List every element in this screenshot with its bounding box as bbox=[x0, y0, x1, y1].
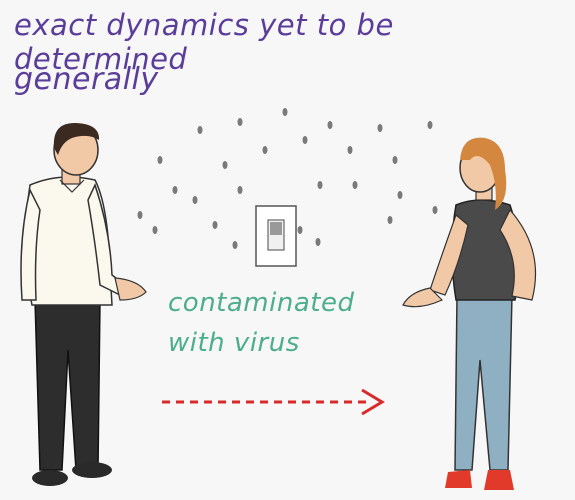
caption-line-1: exact dynamics yet to be determined bbox=[14, 8, 394, 76]
droplet-icon bbox=[392, 156, 398, 164]
droplet-icon bbox=[237, 118, 243, 126]
droplet-icon bbox=[302, 136, 308, 144]
droplet-icon bbox=[222, 161, 228, 169]
droplet-icon bbox=[137, 211, 143, 219]
droplet-icon bbox=[347, 146, 353, 154]
droplet-icon bbox=[427, 121, 433, 129]
droplet-icon bbox=[232, 241, 238, 249]
droplet-icon bbox=[317, 181, 323, 189]
droplet-icon bbox=[172, 186, 178, 194]
arrow-right-icon bbox=[162, 388, 385, 416]
droplet-icon bbox=[377, 124, 383, 132]
droplet-icon bbox=[262, 146, 268, 154]
droplet-icon bbox=[237, 186, 243, 194]
droplet-icon bbox=[152, 226, 158, 234]
droplet-icon bbox=[197, 126, 203, 134]
light-switch-icon bbox=[255, 205, 297, 267]
droplet-icon bbox=[157, 156, 163, 164]
droplet-icon bbox=[192, 196, 198, 204]
droplet-icon bbox=[432, 206, 438, 214]
droplet-icon bbox=[282, 108, 288, 116]
droplet-icon bbox=[212, 221, 218, 229]
man-figure bbox=[20, 122, 147, 486]
droplet-icon bbox=[327, 121, 333, 129]
woman-figure bbox=[402, 137, 537, 490]
droplet-icon bbox=[387, 216, 393, 224]
droplet-icon bbox=[352, 181, 358, 189]
label-contaminated: contaminated bbox=[168, 288, 355, 318]
caption-line-2: generally bbox=[14, 62, 159, 97]
droplet-icon bbox=[397, 191, 403, 199]
label-with-virus: with virus bbox=[168, 328, 300, 358]
droplet-icon bbox=[297, 226, 303, 234]
droplet-icon bbox=[315, 238, 321, 246]
droplets-group bbox=[137, 108, 438, 249]
